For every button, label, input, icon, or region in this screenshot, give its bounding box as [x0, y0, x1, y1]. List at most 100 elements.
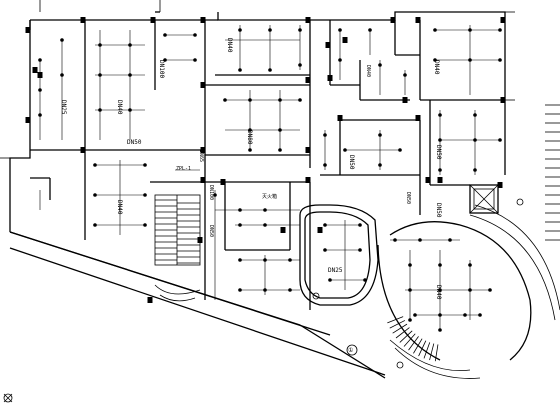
curved-step [418, 340, 427, 357]
structural-column [25, 27, 31, 33]
sprinkler-head [288, 288, 292, 292]
sprinkler-head [438, 328, 442, 332]
sprinkler-head [268, 28, 272, 32]
structural-column [342, 37, 348, 43]
sprinkler-head [413, 313, 417, 317]
sprinkler-head [498, 58, 502, 62]
curved-step [399, 330, 413, 343]
structural-column [80, 17, 86, 23]
sprinkler-head [93, 193, 97, 197]
sprinkler-head [163, 33, 167, 37]
stairwell [154, 194, 201, 302]
label-dn40: DN40 [116, 100, 123, 115]
sprinkler-head [398, 148, 402, 152]
sprinkler-head [433, 58, 437, 62]
sprinkler-head [278, 148, 282, 152]
structural-column [325, 42, 331, 48]
sprinkler-head [498, 138, 502, 142]
sprinkler-head [268, 68, 272, 72]
sprinkler-head [408, 288, 412, 292]
structural-column [437, 177, 443, 183]
sprinkler-head [323, 248, 327, 252]
curved-step [395, 327, 410, 339]
structural-column [305, 147, 311, 153]
label-dn40: DN40 [116, 200, 123, 215]
sprinkler-head [60, 38, 64, 42]
sprinkler-head [93, 223, 97, 227]
structural-column [425, 177, 431, 183]
sprinkler-head [438, 263, 442, 267]
sprinkler-head [438, 168, 442, 172]
sprinkler-head [213, 193, 217, 197]
label-dn50: DN50 [435, 203, 442, 218]
structural-column [497, 182, 503, 188]
label-dn50: DN50 [127, 139, 142, 146]
sprinkler-head [328, 278, 332, 282]
label-dn50: DN50 [435, 145, 442, 160]
sprinkler-head [463, 313, 467, 317]
structural-column [415, 115, 421, 121]
sprinkler-head [238, 208, 242, 212]
label-dn100: DN100 [158, 60, 165, 78]
sprinkler-head [473, 113, 477, 117]
sprinkler-head [263, 223, 267, 227]
sprinkler-head [438, 313, 442, 317]
sprinkler-head [128, 73, 132, 77]
sprinkler-head [248, 98, 252, 102]
sprinkler-head [143, 193, 147, 197]
sprinkler-head [278, 98, 282, 102]
sprinkler-head [238, 288, 242, 292]
sprinkler-head [298, 28, 302, 32]
sprinkler-head [338, 28, 342, 32]
curved-step [387, 316, 404, 324]
pipe-labels: DN25 DN40 DN100 DN40 DN50 DN40 DN80 DN65… [60, 38, 442, 300]
structural-column [32, 67, 38, 73]
label-dn65: DN65 [198, 150, 204, 162]
sprinkler-head [338, 58, 342, 62]
structural-column [147, 297, 153, 303]
structural-column [200, 17, 206, 23]
structural-column [150, 17, 156, 23]
sprinkler-head [38, 88, 42, 92]
sprinkler-head [238, 258, 242, 262]
sprinkler-head [193, 33, 197, 37]
curved-step [413, 338, 423, 354]
label-dn40: DN40 [435, 285, 442, 300]
structural-column [25, 117, 31, 123]
curved-step [392, 323, 408, 334]
sprinkler-head [98, 73, 102, 77]
label-fire-box: 灭火箱 [262, 193, 277, 200]
sprinkler-head [478, 313, 482, 317]
structural-column [317, 227, 323, 233]
grid-markers: ① [0, 0, 524, 403]
sprinkler-head [438, 113, 442, 117]
sprinkler-head [323, 133, 327, 137]
outer-walls [9, 11, 506, 379]
curved-lobby [377, 204, 560, 379]
sprinkler-head [448, 238, 452, 242]
sprinkler-head [323, 223, 327, 227]
sprinkler-head [238, 28, 242, 32]
sprinkler-head [263, 258, 267, 262]
label-dn40: DN40 [226, 38, 233, 53]
structural-column [200, 147, 206, 153]
sprinkler-head [38, 113, 42, 117]
label-dn100: DN100 [208, 185, 214, 200]
sprinkler-head [143, 223, 147, 227]
structural-column [305, 177, 311, 183]
label-dn40: DN40 [365, 65, 371, 77]
elevator-shaft [469, 184, 499, 214]
curved-step [408, 336, 419, 351]
structural-column [390, 17, 396, 23]
label-zpl: ZPL-1 [176, 166, 191, 172]
structural-column [220, 179, 226, 185]
sprinkler-head [193, 58, 197, 62]
sprinkler-head [418, 238, 422, 242]
sprinkler-head [473, 168, 477, 172]
sprinkler-heads [38, 28, 502, 332]
structural-column [200, 82, 206, 88]
sprinkler-head [38, 58, 42, 62]
sprinkler-head [498, 28, 502, 32]
sprinkler-head [433, 28, 437, 32]
